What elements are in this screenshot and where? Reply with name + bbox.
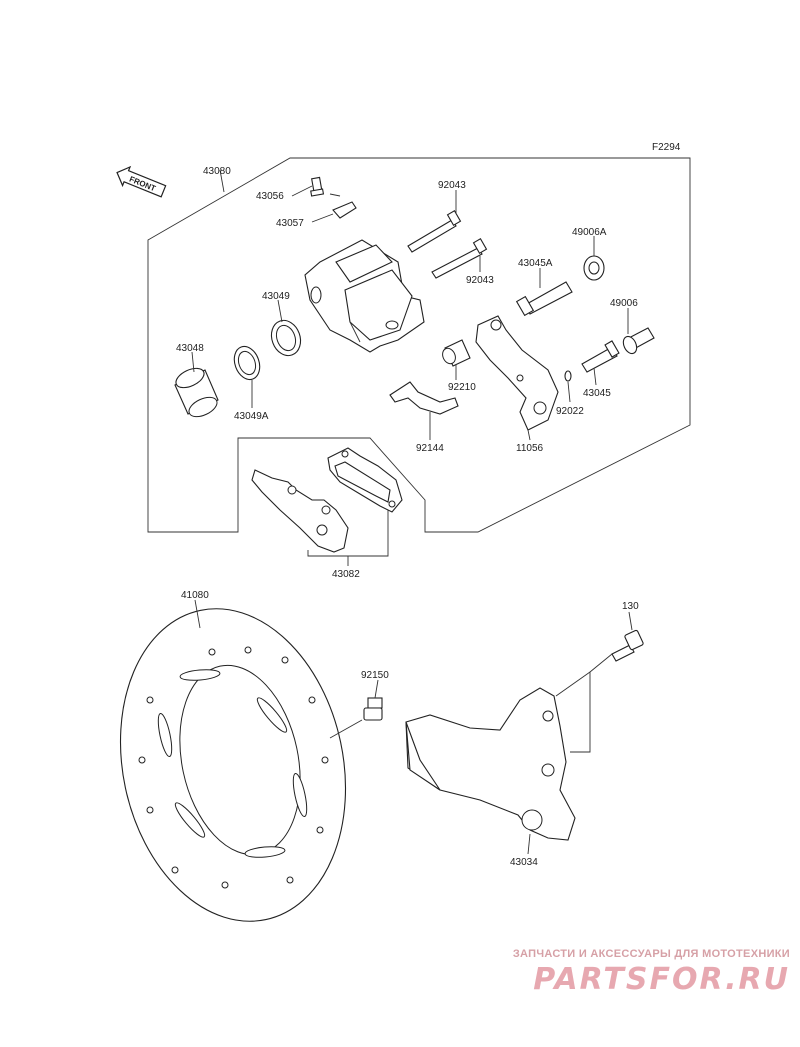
slide-pin-lower bbox=[431, 238, 488, 279]
circlip bbox=[564, 370, 572, 382]
caliper-body bbox=[304, 239, 425, 353]
leader-lines bbox=[191, 169, 633, 855]
shaft bbox=[581, 340, 620, 373]
label-43048: 43048 bbox=[176, 343, 204, 354]
label-11056: 11056 bbox=[516, 443, 544, 454]
diagram-code: F2294 bbox=[652, 142, 681, 153]
brake-pad-rear bbox=[327, 447, 403, 513]
caliper-holder bbox=[405, 687, 576, 841]
flange-bolt bbox=[611, 629, 644, 662]
label-41080: 41080 bbox=[181, 590, 209, 601]
label-92043-lower: 92043 bbox=[466, 275, 494, 286]
caliper-bracket bbox=[475, 315, 559, 431]
caliper-assembly-frame bbox=[147, 157, 691, 533]
boot-a bbox=[583, 255, 605, 281]
label-92210: 92210 bbox=[448, 382, 476, 393]
label-43080: 43080 bbox=[203, 166, 231, 177]
disc-bolt bbox=[363, 697, 383, 721]
label-92022: 92022 bbox=[556, 406, 584, 417]
label-43045A: 43045A bbox=[518, 258, 553, 269]
bleeder-screw bbox=[310, 176, 341, 197]
part-labels: 43080 43056 43057 92043 92043 49006A 430… bbox=[176, 166, 639, 868]
brake-pad-front bbox=[251, 469, 349, 553]
label-49006A: 49006A bbox=[572, 227, 607, 238]
label-49006: 49006 bbox=[610, 298, 638, 309]
label-43057: 43057 bbox=[276, 218, 304, 229]
watermark-subtitle: ЗАПЧАСТИ И АКСЕССУАРЫ ДЛЯ МОТОТЕХНИКИ bbox=[512, 948, 790, 960]
label-92144: 92144 bbox=[416, 443, 444, 454]
bleeder-cap bbox=[332, 201, 357, 219]
label-43082: 43082 bbox=[332, 569, 360, 580]
watermark-logo: PARTSFOR.RU bbox=[533, 962, 790, 997]
label-43049: 43049 bbox=[262, 291, 290, 302]
label-43034: 43034 bbox=[510, 857, 538, 868]
label-43045: 43045 bbox=[583, 388, 611, 399]
brake-disc bbox=[119, 608, 347, 922]
label-43056: 43056 bbox=[256, 191, 284, 202]
boot bbox=[622, 327, 655, 355]
label-130: 130 bbox=[622, 601, 639, 612]
piston bbox=[174, 367, 219, 418]
dust-seal bbox=[233, 345, 261, 381]
pad-spring bbox=[389, 381, 459, 415]
watermark: ЗАПЧАСТИ И АКСЕССУАРЫ ДЛЯ МОТОТЕХНИКИ PA… bbox=[480, 948, 790, 997]
piston-seal bbox=[270, 319, 302, 357]
label-92043-upper: 92043 bbox=[438, 180, 466, 191]
slide-pin-upper bbox=[407, 210, 462, 253]
label-92150: 92150 bbox=[361, 670, 389, 681]
shaft-a bbox=[515, 281, 573, 317]
front-arrow-icon: FRONT bbox=[116, 165, 167, 198]
label-43049A: 43049A bbox=[234, 411, 269, 422]
sleeve bbox=[442, 339, 471, 367]
